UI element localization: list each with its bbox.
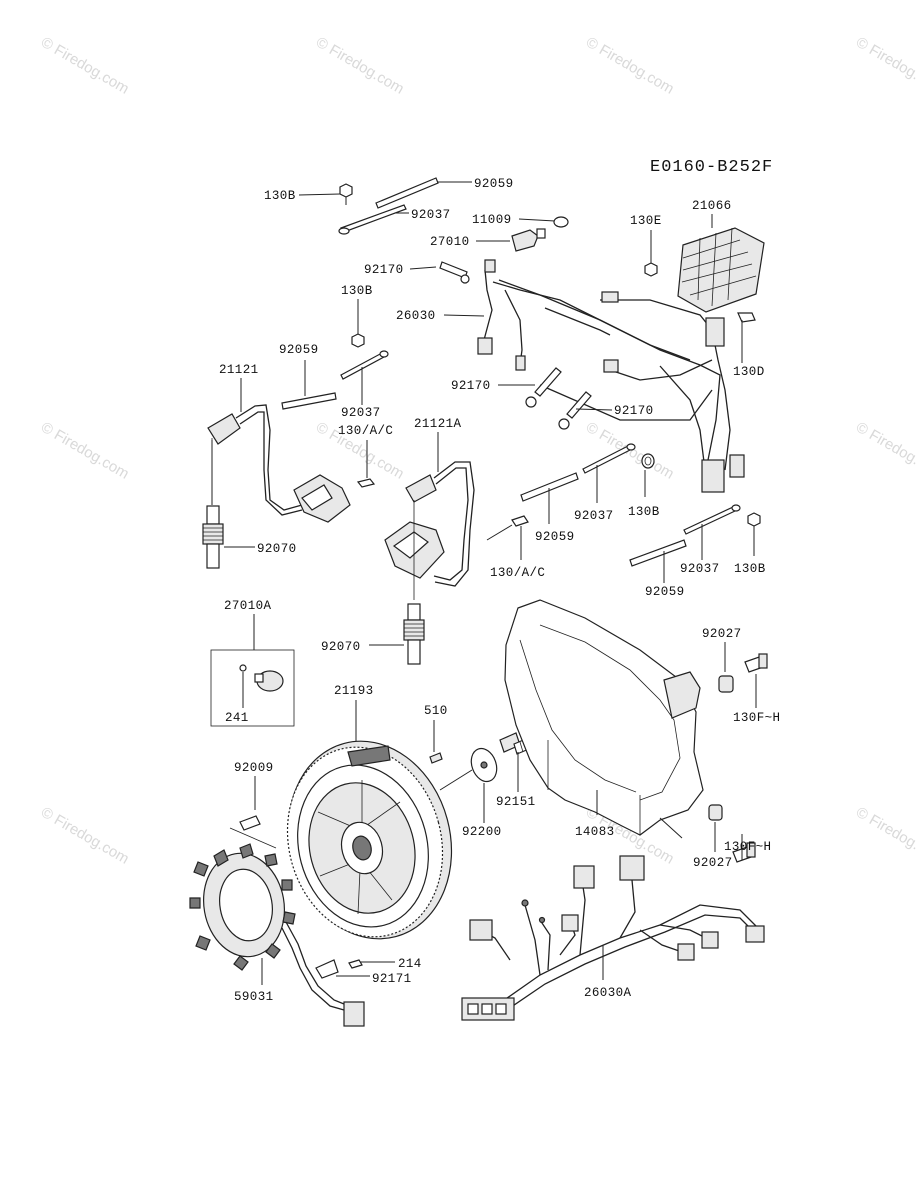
clamp-92037-right-icon <box>683 504 741 535</box>
label-92027-bot: 92027 <box>693 856 733 870</box>
tube-92059-left-icon <box>281 392 337 410</box>
watermark: © Firedog.com <box>38 419 132 483</box>
label-92059-left: 92059 <box>279 343 319 357</box>
wire-harness-26030a-icon <box>461 855 765 1021</box>
label-130d: 130D <box>733 365 765 379</box>
label-92037-left: 92037 <box>341 406 381 420</box>
washer-92200-icon <box>470 747 498 783</box>
label-130b-mid: 130B <box>341 284 373 298</box>
label-92170-top: 92170 <box>364 263 404 277</box>
label-92059-mid: 92059 <box>535 530 575 544</box>
tube-92059-right-icon <box>629 539 687 567</box>
label-92027-top: 92027 <box>702 627 742 641</box>
watermark: © Firedog.com <box>853 34 917 98</box>
watermark: © Firedog.com <box>853 419 917 483</box>
bolt-130b-mid-icon <box>351 333 365 348</box>
bolt-130ac-left-icon <box>356 478 376 488</box>
label-92059-right: 92059 <box>645 585 685 599</box>
label-92037-mid: 92037 <box>574 509 614 523</box>
watermark: © Firedog.com <box>313 34 407 98</box>
label-26030: 26030 <box>396 309 436 323</box>
bolt-130e-icon <box>644 262 658 277</box>
label-92151: 92151 <box>496 795 536 809</box>
collar-92027-bottom-icon <box>708 804 723 821</box>
bolt-130b-right1-icon <box>641 453 655 469</box>
label-130e: 130E <box>630 214 662 228</box>
tube-92059-mid-icon <box>520 472 579 502</box>
label-241: 241 <box>225 711 249 725</box>
watermark: © Firedog.com <box>583 34 677 98</box>
watermark: © Firedog.com <box>853 804 917 868</box>
label-21121: 21121 <box>219 363 259 377</box>
label-130ac-left: 130/A/C <box>338 424 393 438</box>
terminal-92170-right-icon <box>558 391 592 430</box>
label-92170-right: 92170 <box>614 404 654 418</box>
watermark: © Firedog.com <box>38 34 132 98</box>
regulator-21066-icon <box>677 227 765 313</box>
label-59031: 59031 <box>234 990 274 1004</box>
label-92200: 92200 <box>462 825 502 839</box>
gasket-11009-icon <box>553 216 569 228</box>
terminal-92170-mid-icon <box>525 367 562 408</box>
key-510-icon <box>429 752 443 764</box>
flywheel-21193-icon <box>286 740 453 940</box>
terminal-92170-top-icon <box>439 261 470 284</box>
label-21193: 21193 <box>334 684 374 698</box>
label-92059-top: 92059 <box>474 177 514 191</box>
diagram-code: E0160-B252F <box>650 158 773 177</box>
label-92070-mid: 92070 <box>321 640 361 654</box>
detail-box-27010a <box>210 649 295 727</box>
label-92170-mid: 92170 <box>451 379 491 393</box>
ignition-coil-21121a-icon <box>384 461 475 600</box>
bolt-130d-icon <box>737 312 756 323</box>
label-130b-right1: 130B <box>628 505 660 519</box>
label-214: 214 <box>398 957 422 971</box>
bolt-130b-right2-icon <box>747 512 761 527</box>
watermarks: © Firedog.com © Firedog.com © Firedog.co… <box>38 34 917 868</box>
bolt-130fh-top-icon <box>744 653 768 673</box>
label-92009: 92009 <box>234 761 274 775</box>
bolt-130ac-mid-icon <box>511 515 529 527</box>
ignition-coil-21121-icon <box>207 404 351 523</box>
label-27010a: 27010A <box>224 599 272 613</box>
label-27010: 27010 <box>430 235 470 249</box>
fan-housing-14083-icon <box>504 599 704 836</box>
label-92037-right: 92037 <box>680 562 720 576</box>
switch-27010a-icon <box>239 664 284 692</box>
label-510: 510 <box>424 704 448 718</box>
label-21121a: 21121A <box>414 417 462 431</box>
clamp-92171-icon <box>315 959 339 979</box>
label-130fh-top: 130F~H <box>733 711 780 725</box>
label-26030a: 26030A <box>584 986 632 1000</box>
clamp-92037-top-icon <box>338 204 407 235</box>
label-130b-right2: 130B <box>734 562 766 576</box>
stator-59031-icon <box>189 843 365 1027</box>
spark-plug-92070-left-icon <box>202 505 224 569</box>
bolt-130b-top-icon <box>339 183 353 205</box>
bolt-130fh-bottom-icon <box>732 842 756 863</box>
tube-92059-top-icon <box>375 177 439 209</box>
clamp-92037-mid-icon <box>582 443 636 474</box>
label-130b-top: 130B <box>264 189 296 203</box>
collar-92027-top-icon <box>718 675 734 693</box>
clamp-92037-left-icon <box>340 350 389 380</box>
label-130fh-bot: 130F~H <box>724 840 771 854</box>
label-11009: 11009 <box>472 213 512 227</box>
label-92037-top: 92037 <box>411 208 451 222</box>
switch-27010-icon <box>511 228 546 252</box>
watermark: © Firedog.com <box>38 804 132 868</box>
label-92171: 92171 <box>372 972 412 986</box>
spark-plug-92070-mid-icon <box>403 603 425 665</box>
label-14083: 14083 <box>575 825 615 839</box>
label-21066: 21066 <box>692 199 732 213</box>
label-92070-left: 92070 <box>257 542 297 556</box>
bolt-214-icon <box>348 959 363 969</box>
bolt-92009-icon <box>239 815 261 831</box>
label-130ac-mid: 130/A/C <box>490 566 545 580</box>
